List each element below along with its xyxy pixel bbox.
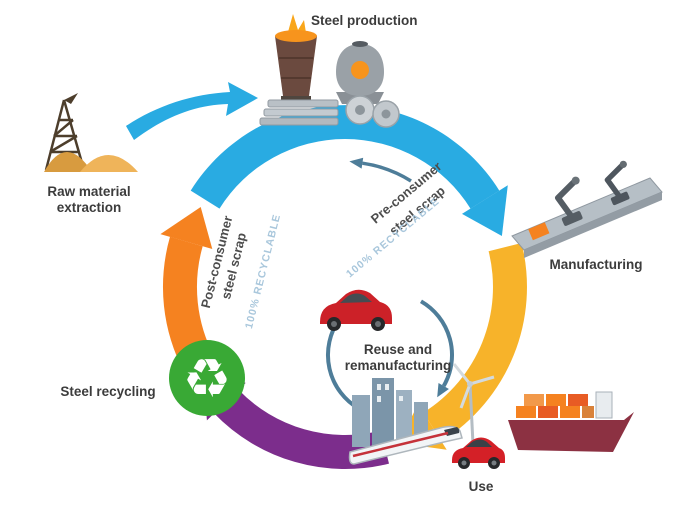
reuse-arrow-right-curve — [419, 299, 455, 387]
sand-pile-right — [80, 155, 138, 172]
arc-production-blue — [190, 105, 500, 209]
reuse-remanufacturing-label: Reuse and remanufacturing — [323, 342, 473, 375]
arc-use-purple — [214, 389, 389, 469]
reuse-label-line1: Reuse and — [363, 342, 433, 357]
wind-turbine-icon — [452, 363, 495, 445]
arc-recycling-orange-arrowhead — [160, 207, 213, 249]
arc-production-blue-arrowhead — [462, 185, 508, 236]
conveyor-side — [524, 192, 662, 258]
reuse-label-line2: remanufacturing — [344, 358, 452, 374]
recycling-symbol-icon: ♻ — [183, 347, 231, 410]
post-consumer-recyclable-text: 100% RECYCLABLE — [243, 213, 283, 330]
recycling-circle — [169, 340, 245, 416]
converter-melt-icon — [351, 61, 369, 79]
steel-slabs — [259, 99, 339, 126]
pre-consumer-arrow-head — [349, 157, 364, 169]
raw-material-illustration — [44, 93, 138, 172]
recycling-icon: ♻ — [169, 340, 245, 416]
ship-bridge — [595, 391, 613, 419]
steel-recycling-label: Steel recycling — [60, 384, 156, 399]
raw-material-label-line1: Raw material — [47, 184, 131, 199]
furnace-flame-icon — [288, 14, 306, 33]
ship-containers — [516, 394, 594, 418]
raw-material-extraction-label: Raw material extraction — [26, 184, 152, 217]
steel-coils — [345, 95, 400, 128]
converter-mouth — [352, 41, 368, 47]
reuse-car-icon — [320, 289, 392, 331]
robot-arm-icon — [555, 176, 583, 226]
use-label: Use — [468, 479, 494, 494]
molten-steel-icon — [275, 30, 317, 42]
pre-consumer-arrow — [349, 157, 412, 183]
derrick-head — [64, 93, 78, 104]
reuse-arrow-right-head — [437, 383, 449, 398]
raw-to-production-arrow — [126, 82, 258, 140]
pre-consumer-arrow-curve — [362, 161, 412, 183]
steel-production-illustration — [259, 14, 400, 128]
robot-arm-icon — [604, 160, 630, 206]
raw-material-label-line2: extraction — [56, 200, 122, 216]
furnace-base — [281, 96, 311, 102]
car-icon — [452, 437, 505, 469]
furnace-ladle-icon — [275, 36, 317, 96]
city-buildings-icon — [352, 378, 428, 447]
workpiece-box — [528, 222, 550, 241]
train-icon — [348, 425, 463, 465]
cargo-ship-icon — [508, 391, 634, 452]
steel-production-label: Steel production — [311, 13, 418, 28]
sand-pile-left — [44, 152, 92, 172]
use-illustration — [348, 363, 634, 469]
arc-manufacturing-yellow — [423, 243, 527, 442]
manufacturing-label: Manufacturing — [549, 257, 643, 272]
ship-hull — [508, 412, 634, 452]
manufacturing-illustration — [511, 160, 663, 258]
arc-recycling-orange — [162, 236, 215, 373]
